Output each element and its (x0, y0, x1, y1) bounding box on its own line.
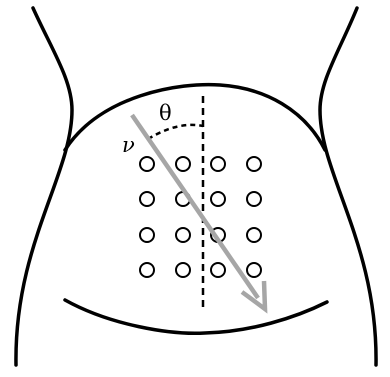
electrode-r1-c4 (247, 157, 261, 171)
electrode-r2-c3 (211, 192, 225, 206)
electrode-r4-c4 (247, 263, 261, 277)
velocity-label: ν (122, 133, 135, 157)
propagation-arrow (132, 115, 265, 309)
electrode-r1-c2 (176, 157, 190, 171)
electrode-r4-c3 (211, 263, 225, 277)
electrode-r2-c4 (247, 192, 261, 206)
electrode-r3-c4 (247, 228, 261, 242)
pelvis-arc (65, 300, 327, 333)
electrode-r2-c1 (140, 192, 154, 206)
electrode-r3-c2 (176, 228, 190, 242)
electrode-r1-c1 (140, 157, 154, 171)
electrode-r3-c1 (140, 228, 154, 242)
left-body-contour (16, 8, 72, 365)
electrode-r4-c2 (176, 263, 190, 277)
right-body-contour (320, 8, 376, 365)
electrode-r4-c1 (140, 263, 154, 277)
rib-cage-arc (65, 85, 325, 150)
electrode-r1-c3 (211, 157, 225, 171)
angle-arc (148, 125, 203, 139)
angle-label: θ (159, 101, 172, 125)
torso-outline (16, 8, 376, 365)
